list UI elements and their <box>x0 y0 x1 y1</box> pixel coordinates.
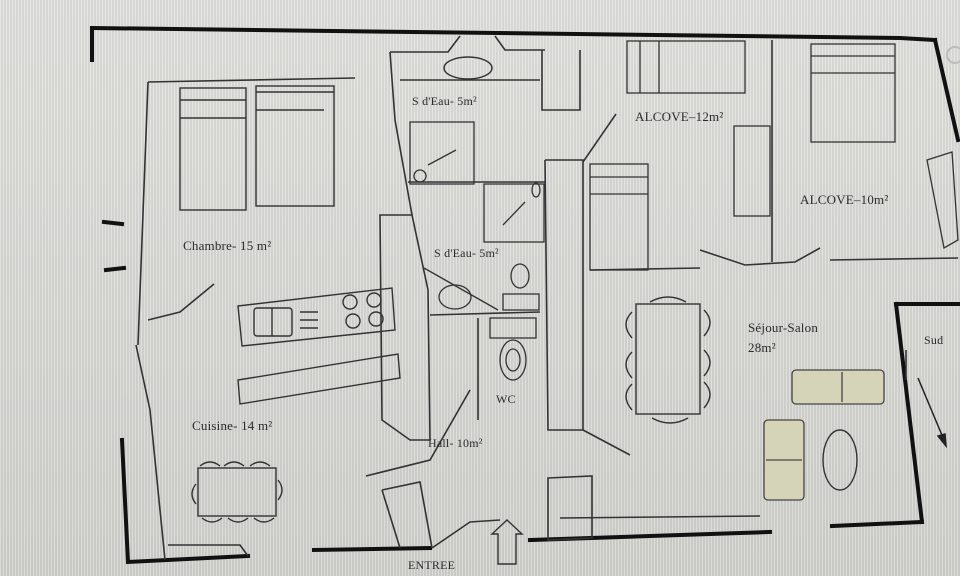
room-label-sdeau-2: S d'Eau- 5m² <box>434 246 499 260</box>
room-label-cuisine: Cuisine- 14 m² <box>192 418 273 433</box>
room-label-chambre: Chambre- 15 m² <box>183 238 272 253</box>
kitchen-counter <box>237 287 401 405</box>
dining-table <box>625 296 711 424</box>
room-label-sdeau-1: S d'Eau- 5m² <box>412 94 477 108</box>
sofa-long <box>791 369 885 405</box>
shower-1 <box>409 121 545 243</box>
room-label-alcove-12: ALCOVE–12m² <box>635 109 724 124</box>
bathroom-2-fixtures <box>423 263 540 311</box>
toilet <box>489 317 537 381</box>
sofa-short <box>763 419 805 501</box>
interior-walls <box>135 35 959 561</box>
scroll-indicator-icon <box>946 46 960 64</box>
bed-1 <box>179 87 247 211</box>
entrance-arrow-icon <box>490 519 524 565</box>
orientation-label: Sud <box>924 333 944 347</box>
kitchen-table <box>191 461 283 523</box>
room-label-alcove-10: ALCOVE–10m² <box>800 192 889 207</box>
room-label-sejour: Séjour-Salon <box>748 320 819 335</box>
alcove-10-furniture <box>810 43 959 250</box>
entrance-label: ENTREE <box>408 558 456 572</box>
south-arrow <box>917 377 947 449</box>
bed-2 <box>255 85 335 207</box>
alcove-12-furniture <box>589 40 771 271</box>
room-label-hall: Hall- 10m² <box>428 436 483 450</box>
room-label-sejour-area: 28m² <box>748 340 776 355</box>
coffee-table <box>822 429 858 491</box>
room-label-wc: WC <box>496 392 516 406</box>
sink-1 <box>400 56 540 81</box>
